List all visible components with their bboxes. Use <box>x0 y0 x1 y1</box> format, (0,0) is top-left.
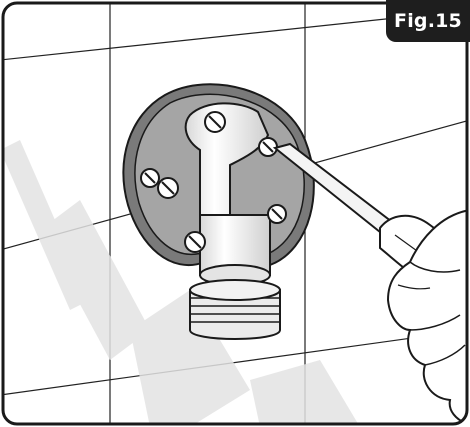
watermark <box>3 140 360 424</box>
figure-label: Fig.15 <box>386 0 470 42</box>
elbow-fitting-icon <box>184 102 281 340</box>
hand-icon <box>386 208 467 424</box>
screw-icon <box>140 111 287 253</box>
